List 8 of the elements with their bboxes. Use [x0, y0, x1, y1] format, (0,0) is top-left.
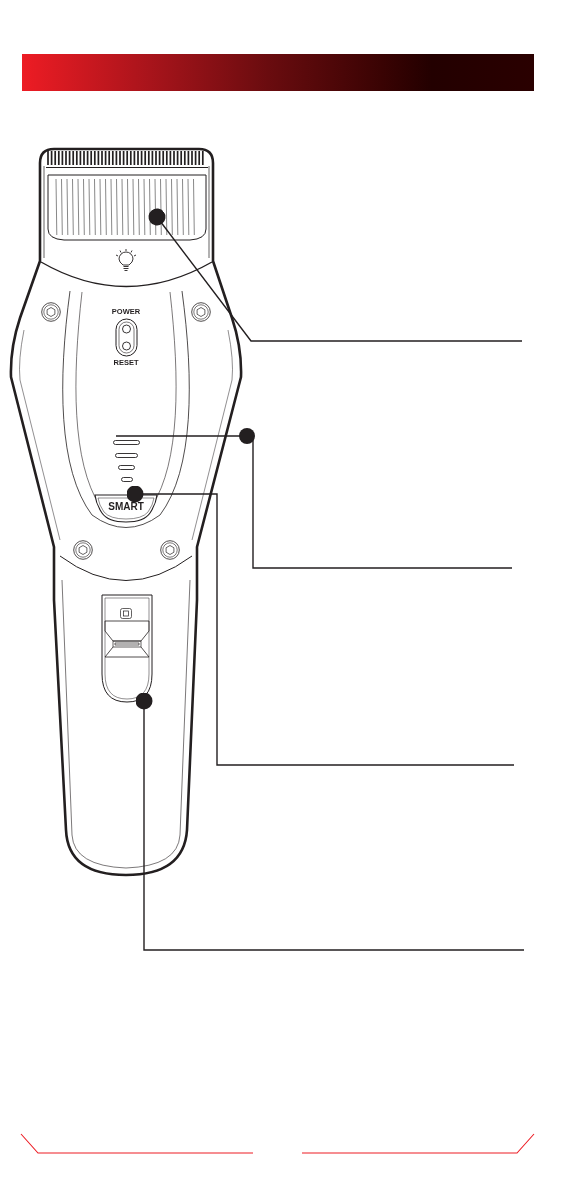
led-indicator: [111, 438, 143, 484]
slide-switch: [101, 594, 153, 704]
leader-line: [148, 208, 523, 342]
leader-line: [115, 435, 513, 569]
leader-line: [135, 692, 525, 951]
button-label: SMART: [108, 502, 144, 513]
leader-line: [126, 485, 515, 766]
device-button: [94, 494, 158, 523]
